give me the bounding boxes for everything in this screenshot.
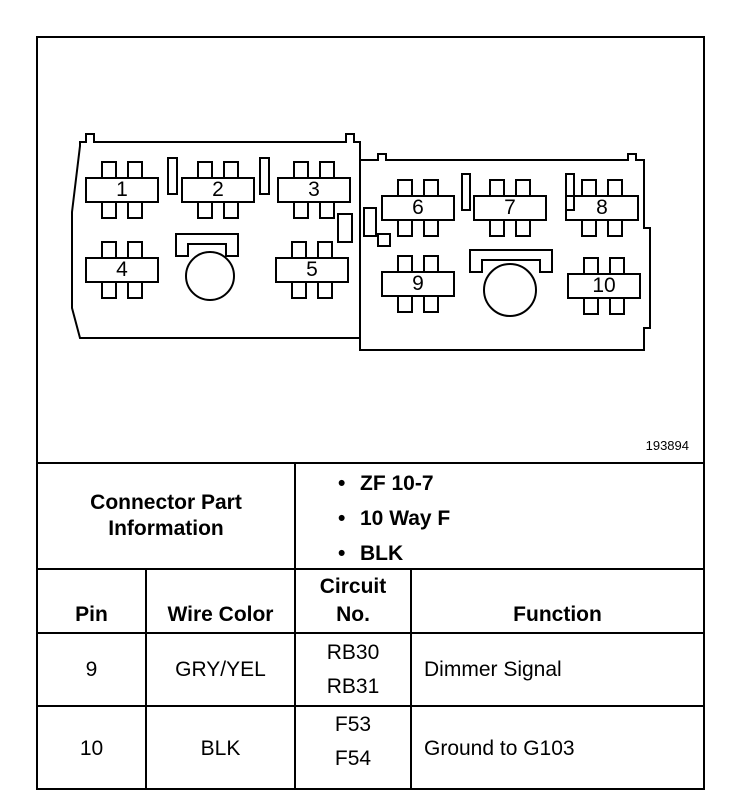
pin-label-4: 4 [116,258,128,281]
bullet-item: •BLK [338,542,404,565]
pin-label-2: 2 [212,178,224,201]
col-divider-2 [294,568,296,790]
row-1-pin: 9 [85,657,98,681]
pin-label-9: 9 [412,272,424,295]
terminal-cavity-4 [85,241,159,299]
info-divider [294,462,296,568]
bullet-item: •ZF 10-7 [338,472,434,495]
terminal-cavity-3 [277,161,351,219]
row-1-circuits: RB30 RB31 [326,641,380,698]
header-pin: Pin [75,603,108,626]
connector-info-bullets: •ZF 10-7 •10 Way F •BLK [334,466,694,571]
figure-id: 193894 [645,438,689,453]
pin-label-5: 5 [306,258,318,281]
pin-label-10: 10 [592,274,616,297]
terminal-cavity-6 [381,179,455,237]
terminal-cavity-1 [85,161,159,219]
pin-label-7: 7 [504,196,516,219]
pin-label-1: 1 [116,178,128,201]
connector-face-drawing [71,133,651,351]
header-wire-color: Wire Color [167,603,274,626]
separator-row [38,705,703,707]
row-2-wire-color: BLK [200,736,241,760]
pin-label-8: 8 [596,196,608,219]
row-2-circuits: F53 F54 [334,713,372,770]
connector-diagram: 1 2 3 4 5 6 7 8 9 10 193894 [38,38,703,464]
terminal-cavity-5 [275,241,349,299]
row-2-function: Ground to G103 [424,736,575,760]
bullet-item: •10 Way F [338,507,451,530]
row-1-wire-color: GRY/YEL [175,657,266,681]
connector-info-heading: Connector Part Information [90,491,242,540]
separator-table-top [38,568,703,570]
terminal-cavity-8 [565,179,639,237]
connector-figure-frame: 1 2 3 4 5 6 7 8 9 10 193894 Connector Pa… [36,36,705,790]
header-function: Function [513,603,602,626]
terminal-cavity-10 [567,257,641,315]
pin-label-3: 3 [308,178,320,201]
row-1-function: Dimmer Signal [424,657,562,681]
col-divider-3 [410,568,412,790]
terminal-cavity-7 [473,179,547,237]
separator-top [38,462,703,464]
row-2-pin: 10 [79,736,104,760]
pin-label-6: 6 [412,196,424,219]
header-circuit-no: Circuit No. [319,575,387,626]
col-divider-1 [145,568,147,790]
separator-header [38,632,703,634]
terminal-cavity-2 [181,161,255,219]
terminal-cavity-9 [381,255,455,313]
